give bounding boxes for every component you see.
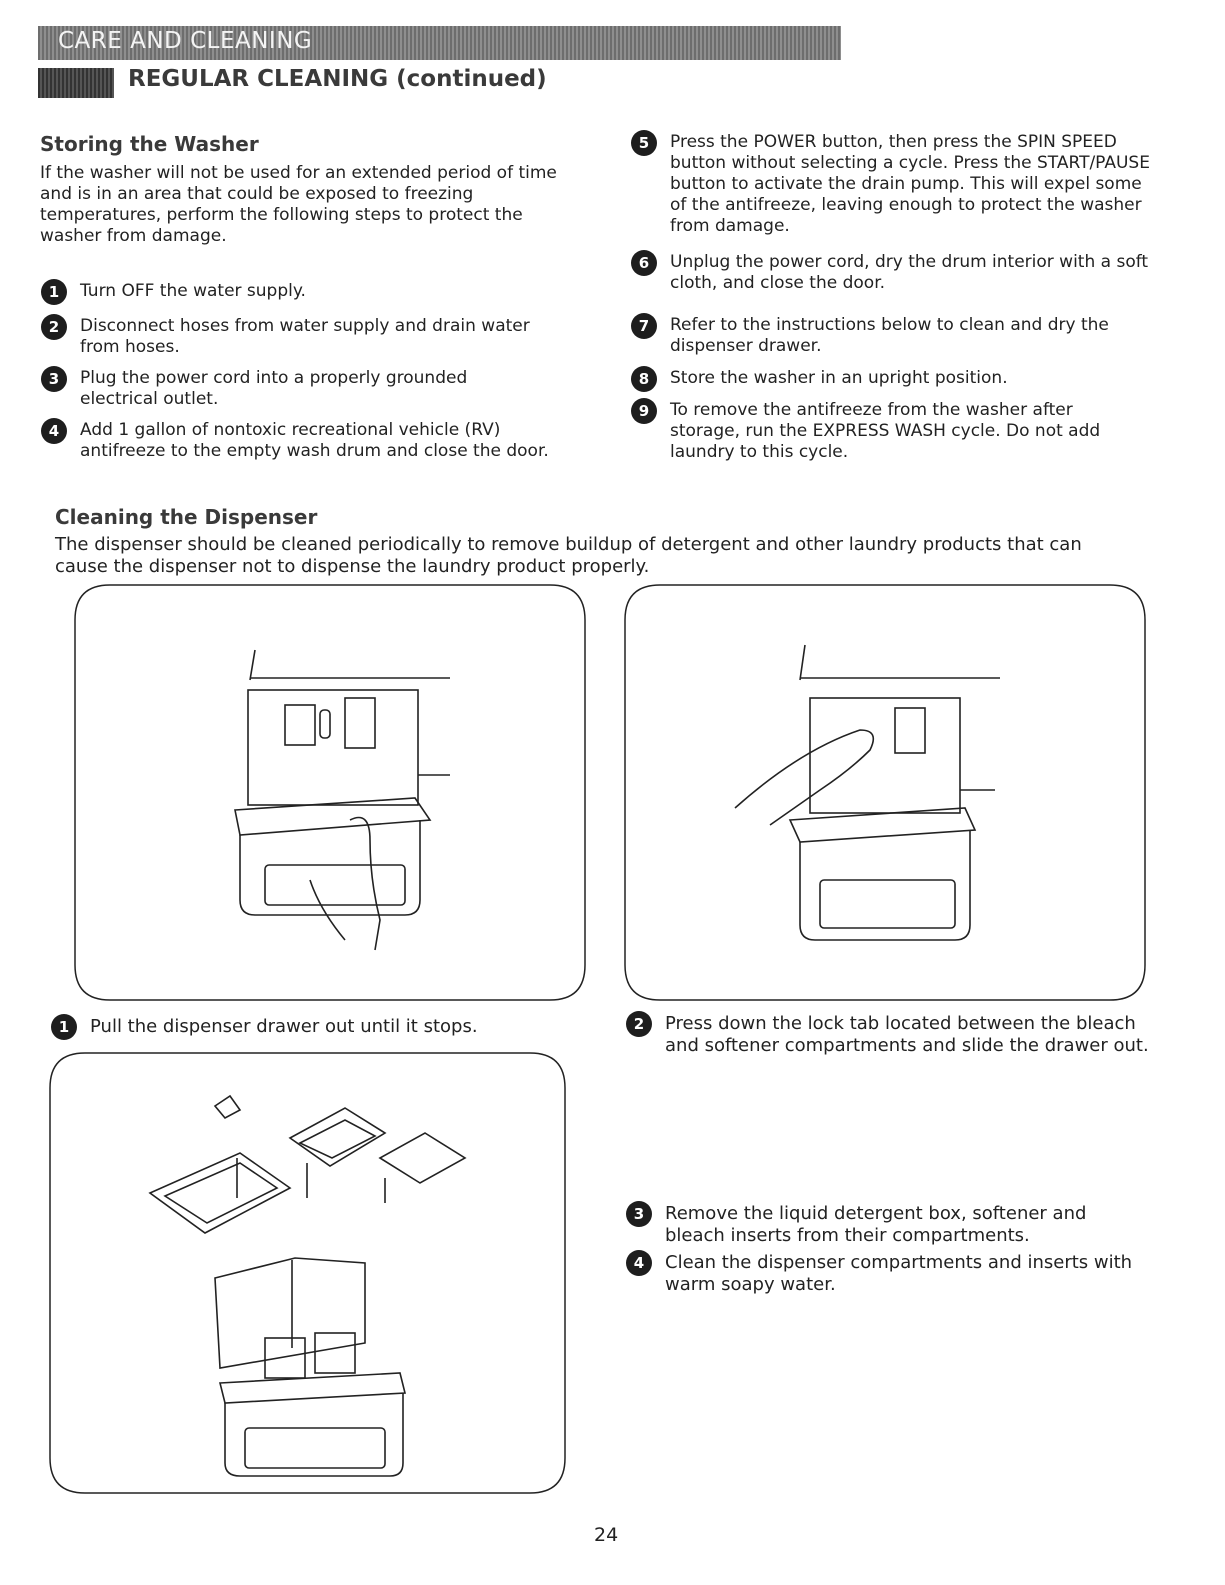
- step-number-badge: 1: [41, 279, 67, 305]
- step-number-badge: 2: [41, 314, 67, 340]
- storing-step-3: 3 Plug the power cord into a properly gr…: [41, 366, 500, 410]
- section-banner: CARE AND CLEANING: [38, 26, 841, 60]
- step-number-badge: 1: [51, 1014, 77, 1040]
- step-text: Disconnect hoses from water supply and d…: [80, 316, 530, 357]
- step-text: Pull the dispenser drawer out until it s…: [90, 1016, 478, 1037]
- step-number-badge: 4: [626, 1250, 652, 1276]
- step-text: To remove the antifreeze from the washer…: [670, 400, 1101, 462]
- illustration-remove-inserts: [49, 1052, 566, 1494]
- step-text: Clean the dispenser compartments and ins…: [665, 1252, 1133, 1295]
- dispenser-step-3: 3 Remove the liquid detergent box, softe…: [626, 1201, 1125, 1247]
- storing-step-4: 4 Add 1 gallon of nontoxic recreational …: [41, 418, 570, 462]
- storing-step-6: 6 Unplug the power cord, dry the drum in…: [631, 250, 1150, 294]
- step-number-badge: 3: [626, 1201, 652, 1227]
- step-number-badge: 8: [631, 366, 657, 392]
- illustration-pull-drawer: [74, 584, 586, 1001]
- dispenser-step-2: 2 Press down the lock tab located betwee…: [626, 1011, 1160, 1057]
- storing-title: Storing the Washer: [40, 132, 259, 156]
- step-number-badge: 4: [41, 418, 67, 444]
- dispenser-step-1: 1 Pull the dispenser drawer out until it…: [51, 1014, 570, 1040]
- storing-step-7: 7 Refer to the instructions below to cle…: [631, 313, 1130, 357]
- section-marker-block: [38, 68, 114, 98]
- step-number-badge: 6: [631, 250, 657, 276]
- step-text: Refer to the instructions below to clean…: [670, 315, 1109, 356]
- storing-step-8: 8 Store the washer in an upright positio…: [631, 366, 1130, 392]
- step-number-badge: 2: [626, 1011, 652, 1037]
- storing-step-1: 1 Turn OFF the water supply.: [41, 279, 580, 305]
- step-number-badge: 5: [631, 130, 657, 156]
- illustration-press-lock-tab: [624, 584, 1146, 1001]
- dispenser-step-4: 4 Clean the dispenser compartments and i…: [626, 1250, 1145, 1296]
- dispenser-title: Cleaning the Dispenser: [55, 505, 318, 529]
- step-text: Press down the lock tab located between …: [665, 1013, 1149, 1056]
- storing-intro: If the washer will not be used for an ex…: [40, 163, 557, 246]
- storing-step-9: 9 To remove the antifreeze from the wash…: [631, 398, 1145, 463]
- dispenser-intro: The dispenser should be cleaned periodic…: [55, 534, 1082, 577]
- banner-title: CARE AND CLEANING: [58, 28, 313, 54]
- step-text: Press the POWER button, then press the S…: [670, 132, 1150, 236]
- step-text: Remove the liquid detergent box, softene…: [665, 1203, 1087, 1246]
- step-number-badge: 3: [41, 366, 67, 392]
- section-title: REGULAR CLEANING (continued): [128, 66, 547, 92]
- storing-step-2: 2 Disconnect hoses from water supply and…: [41, 314, 550, 358]
- step-text: Store the washer in an upright position.: [670, 368, 1008, 388]
- step-number-badge: 7: [631, 313, 657, 339]
- step-text: Add 1 gallon of nontoxic recreational ve…: [80, 420, 549, 461]
- step-text: Plug the power cord into a properly grou…: [80, 368, 468, 409]
- storing-step-5: 5 Press the POWER button, then press the…: [631, 130, 1150, 237]
- page-number: 24: [594, 1524, 619, 1546]
- step-text: Turn OFF the water supply.: [80, 281, 306, 301]
- step-text: Unplug the power cord, dry the drum inte…: [670, 252, 1149, 293]
- step-number-badge: 9: [631, 398, 657, 424]
